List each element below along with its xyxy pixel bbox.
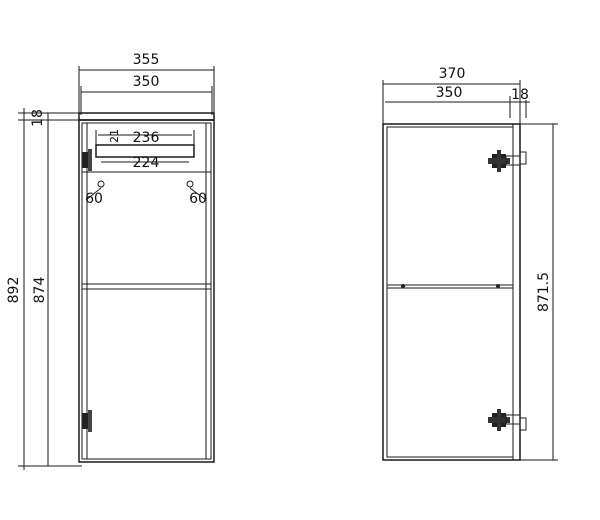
hinge-top-side [488, 150, 527, 172]
hinge-top-front [82, 149, 92, 171]
hinge-holes: 60 60 [85, 180, 207, 207]
top-thickness-label: 18 [30, 109, 46, 127]
side-cabinet-body [382, 123, 521, 461]
door-thickness-label: 18 [511, 87, 529, 103]
front-width-dimensions: 355 350 [78, 52, 215, 120]
side-height-label: 871.5 [536, 272, 552, 312]
handle-height-label: 21 [108, 129, 121, 143]
hinge-bottom-side [488, 409, 527, 431]
hinge-offset-left-label: 60 [85, 191, 103, 207]
side-width-inner-label: 350 [436, 85, 463, 101]
side-width-dimensions: 370 350 18 [382, 66, 530, 124]
handle-length-label: 236 [133, 130, 160, 146]
front-height-body-label: 874 [32, 277, 48, 304]
front-cabinet-body [78, 112, 215, 463]
side-height-dimension: 871.5 [520, 123, 558, 461]
side-view: 370 350 18 871.5 [382, 66, 558, 461]
handle: 236 224 21 [95, 129, 195, 171]
front-view: 355 350 18 892 874 [6, 52, 215, 470]
hinge-offset-right-label: 60 [189, 191, 207, 207]
front-width-outer-label: 355 [133, 52, 160, 68]
hinge-bottom-front [82, 410, 92, 432]
front-height-total-label: 892 [6, 277, 22, 304]
front-height-dimensions: 18 892 874 [6, 108, 82, 470]
front-width-inner-label: 350 [133, 74, 160, 90]
side-width-outer-label: 370 [439, 66, 466, 82]
handle-holes-label: 224 [133, 155, 160, 171]
